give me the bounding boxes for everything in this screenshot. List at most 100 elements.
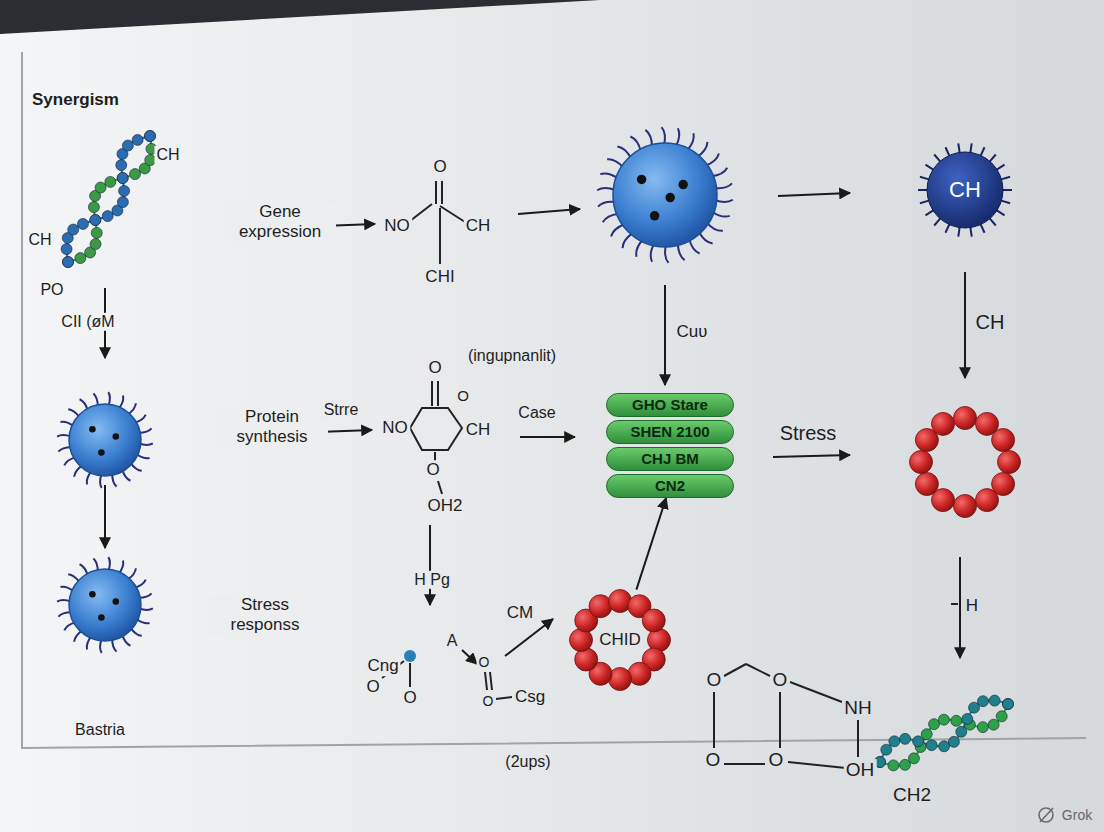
helix-bead [977, 696, 988, 707]
chem-label: OH2 [426, 496, 465, 516]
process-label: Gene expression [224, 202, 336, 241]
chemical-bond [724, 664, 746, 676]
helix-bead [63, 257, 74, 268]
helix-bead [908, 753, 919, 764]
helix-bead [122, 140, 133, 151]
chem-label: O [477, 654, 492, 670]
chem-label: Csg [513, 687, 547, 707]
bacterium-illustration [57, 557, 153, 653]
ring-bead [642, 609, 665, 632]
arrow-label: Cuʋ [674, 322, 709, 342]
cell-body [927, 152, 1003, 228]
chemical-bond [440, 206, 465, 222]
helix-bead [913, 736, 924, 747]
helix-bead [926, 740, 937, 751]
label-box: Stress [778, 422, 839, 445]
label-box: Cuʋ [674, 322, 709, 342]
bacterium-dot [113, 433, 120, 440]
label-box: H Pg [412, 571, 452, 589]
bacterium-dot [89, 426, 96, 433]
diagram-title: Synergism [30, 90, 121, 110]
bacterium-dot [98, 614, 105, 621]
chem-label: O [767, 749, 786, 771]
bacterium-dot [98, 449, 105, 456]
helix-strand [67, 136, 150, 262]
arrow-label: Strre [322, 401, 361, 419]
label-box: O [364, 677, 381, 697]
arrow-label: Case [516, 404, 557, 422]
helix-bead [117, 197, 128, 208]
capsule-box: CHJ BM [606, 447, 734, 471]
watermark: Grok [1060, 807, 1094, 823]
process-label: Protein synthesis [216, 407, 328, 446]
helix-bead [929, 719, 940, 730]
chem-label: Cng [365, 656, 400, 676]
chemical-bond [779, 692, 781, 748]
chem-label: CM [505, 603, 535, 623]
label-box: O [704, 749, 723, 771]
arrow-label: CH [974, 311, 1007, 334]
illustration-group [57, 127, 1053, 822]
label-box: Strre [322, 401, 361, 419]
bacterium-body [69, 569, 141, 641]
chem-label: O [455, 387, 471, 404]
helix-bead [888, 760, 899, 771]
chem-label: CH2 [891, 784, 933, 806]
chem-label: O [431, 157, 448, 177]
note-label: (ingupnanlit) [466, 347, 558, 365]
bead-ring: CHID [569, 589, 671, 691]
arrow [778, 193, 850, 196]
label-box: Cng [365, 656, 400, 676]
label-box: O [705, 669, 724, 691]
helix-bead [938, 714, 949, 725]
ring-bead [932, 412, 955, 435]
board-frame [22, 52, 1086, 748]
chem-label: O [704, 749, 723, 771]
label-box: CHI [423, 267, 456, 287]
helix-bead [1003, 699, 1014, 710]
helix-bead [1003, 699, 1014, 710]
bacterium-dot [113, 598, 120, 605]
label-box: CH [154, 146, 181, 164]
node-text: CN2 [653, 477, 687, 494]
node-text: CHID [597, 630, 643, 650]
arrow [104, 485, 106, 548]
helix-illustration [875, 695, 1014, 771]
chem-label: A [445, 632, 460, 650]
node-text: GHO Stare [630, 396, 710, 413]
node-text: SHEN 2100 [628, 423, 711, 440]
chemical-bond [438, 481, 442, 494]
arrow [462, 650, 477, 664]
ring-bead [976, 489, 999, 512]
helix-strand [880, 704, 1008, 766]
label-box: (ingupnanlit) [466, 347, 558, 365]
ring-bead [992, 429, 1015, 452]
chem-label: CHI [423, 267, 456, 287]
chem-label: NO [382, 216, 412, 236]
helix-bead [921, 729, 932, 740]
node-text: CH [947, 177, 983, 202]
helix-bead [889, 736, 900, 747]
node-text: CHJ BM [639, 450, 701, 467]
watermark-slash [1040, 808, 1053, 822]
label-box: CM [505, 603, 535, 623]
chemical-bond [790, 682, 842, 702]
bacterium-illustration [597, 127, 733, 263]
chem-label: NH [842, 697, 873, 719]
label-box: Csg [513, 687, 547, 707]
arrow [964, 272, 966, 378]
label-box: OH [844, 759, 877, 781]
ring-illustration [910, 407, 1021, 518]
label-box: O [401, 688, 418, 708]
bacterium-dot [637, 175, 646, 184]
chem-label: CII (øM [59, 313, 116, 331]
ring-bead [915, 473, 938, 496]
label-box: O [481, 692, 496, 710]
label-box: Stress responss [209, 595, 321, 634]
chemical-bond [490, 672, 492, 690]
chem-label: CH [464, 420, 493, 440]
process-label: Stress responss [209, 595, 321, 634]
arrow-label: Stress [778, 422, 839, 445]
